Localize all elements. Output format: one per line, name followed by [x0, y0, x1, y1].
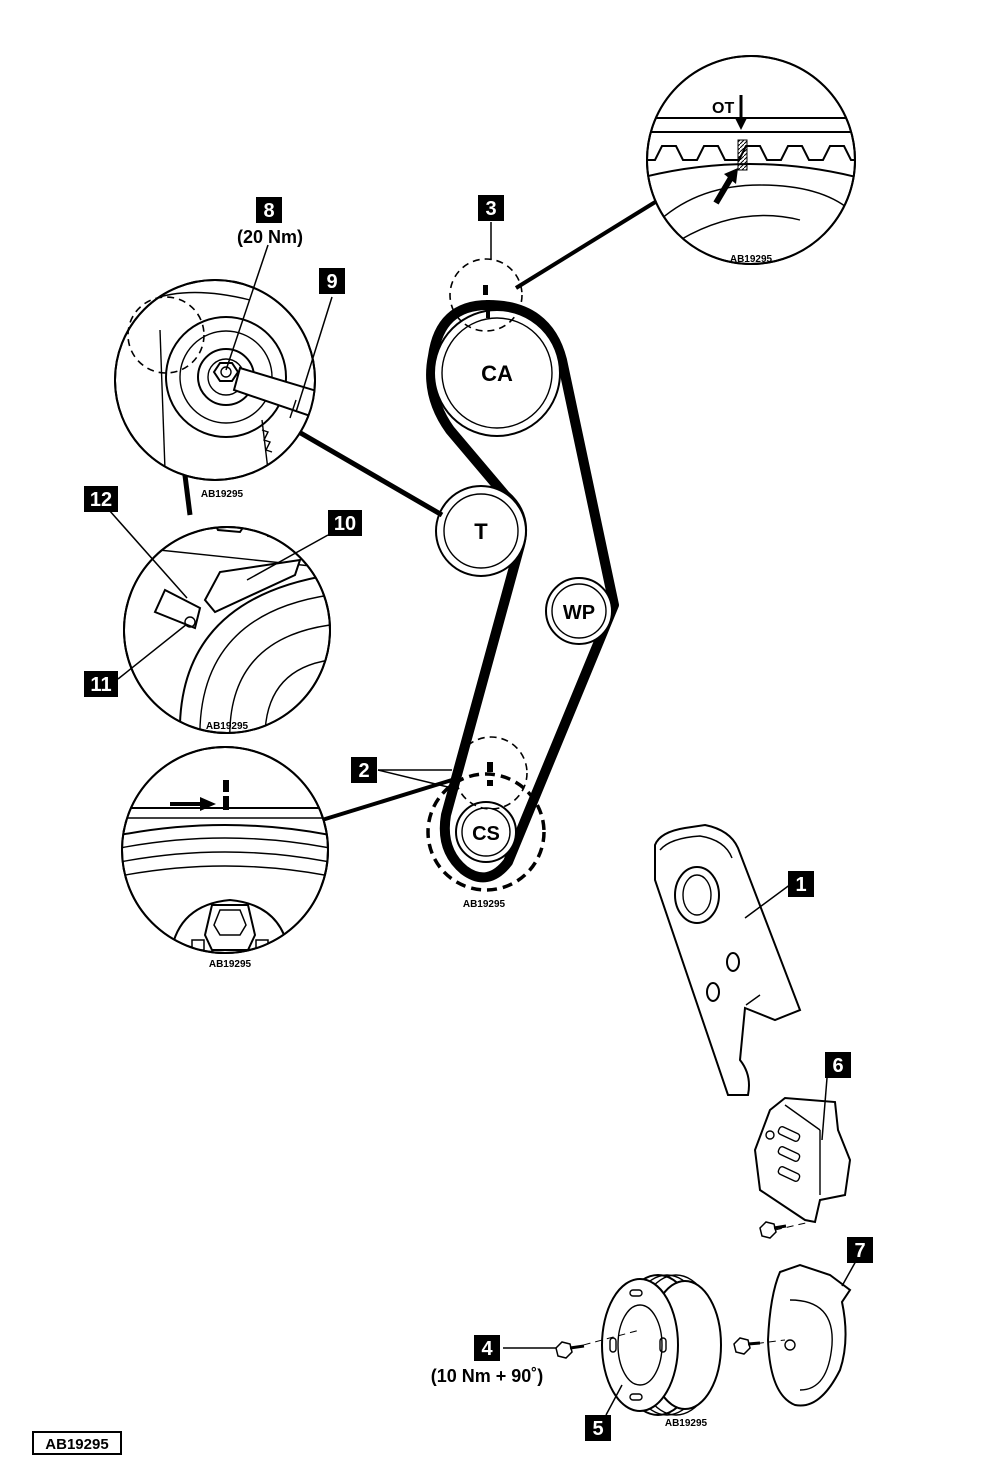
figure-id: AB19295	[45, 1436, 108, 1453]
tdc-mark-label: OT	[712, 100, 734, 117]
crank-pulley: AB19295	[555, 1274, 722, 1429]
svg-text:7: 7	[854, 1240, 865, 1262]
cam-timing-detail: OT AB19295	[646, 55, 856, 265]
callout-6: 6	[825, 1052, 851, 1078]
callout-9: 9	[319, 268, 345, 294]
camshaft-label: CA	[481, 361, 513, 386]
pulley-parts-ref: AB19295	[665, 1418, 708, 1429]
callout-1: 1	[788, 871, 814, 897]
svg-text:3: 3	[485, 198, 496, 220]
svg-text:10: 10	[334, 513, 356, 535]
callout-12: 12	[84, 486, 118, 512]
svg-text:12: 12	[90, 489, 112, 511]
backing-plate	[733, 1263, 852, 1407]
bolt-icon	[759, 1221, 811, 1239]
arrow-icon	[735, 95, 747, 130]
crankshaft-label: CS	[472, 823, 500, 845]
tensioner-label: T	[474, 519, 488, 544]
svg-text:5: 5	[592, 1418, 603, 1440]
belt-routing: CA T WP CS AB19295	[426, 258, 619, 910]
belt-routing-ref: AB19295	[463, 899, 506, 910]
bolt-icon	[203, 904, 257, 951]
cam-detail-ref: AB19295	[730, 254, 773, 265]
callout-5: 5	[585, 1415, 611, 1441]
crankshaft-pulley: CS	[426, 772, 546, 892]
tensioner-pointer-detail: AB19295	[123, 526, 331, 734]
tensioner-detail: AB19295	[114, 279, 316, 500]
tensioner-pointer-zone	[127, 296, 205, 374]
svg-text:2: 2	[358, 760, 369, 782]
tensioner-pulley: T	[435, 485, 527, 577]
bolt-icon	[555, 1329, 641, 1359]
lower-cover-bracket	[753, 1096, 852, 1239]
svg-text:4: 4	[481, 1338, 493, 1360]
camshaft-pulley: CA	[433, 309, 561, 437]
water-pump-label: WP	[563, 602, 595, 624]
callout-3: 3	[478, 195, 504, 221]
figure-id-box: AB19295	[32, 1431, 122, 1455]
callout-2: 2	[351, 757, 377, 783]
svg-text:6: 6	[832, 1055, 843, 1077]
cam-mark-zone	[449, 258, 523, 332]
crank-timing-detail: AB19295	[121, 746, 329, 970]
upper-timing-cover	[654, 823, 802, 1096]
tensioner-detail-ref: AB19295	[201, 489, 244, 500]
crank-detail-ref: AB19295	[209, 959, 252, 970]
bolt-icon	[733, 1337, 786, 1355]
tensioner-nut-torque: (20 Nm)	[237, 227, 303, 247]
crank-mark-zone	[454, 736, 528, 810]
callout-11: 11	[84, 671, 118, 697]
water-pump-pulley: WP	[545, 577, 613, 645]
crank-pulley-bolt-torque: (10 Nm + 90˚)	[431, 1366, 544, 1386]
callout-7: 7	[847, 1237, 873, 1263]
svg-text:9: 9	[326, 271, 337, 293]
tensioner-pointer-ref: AB19295	[206, 721, 249, 732]
callout-8: 8	[256, 197, 282, 223]
svg-text:8: 8	[263, 200, 274, 222]
callout-4: 4	[474, 1335, 500, 1361]
svg-text:11: 11	[90, 674, 111, 696]
arrow-icon	[170, 797, 216, 811]
svg-text:1: 1	[795, 874, 806, 896]
arrow-icon	[713, 168, 738, 205]
callout-10: 10	[328, 510, 362, 536]
